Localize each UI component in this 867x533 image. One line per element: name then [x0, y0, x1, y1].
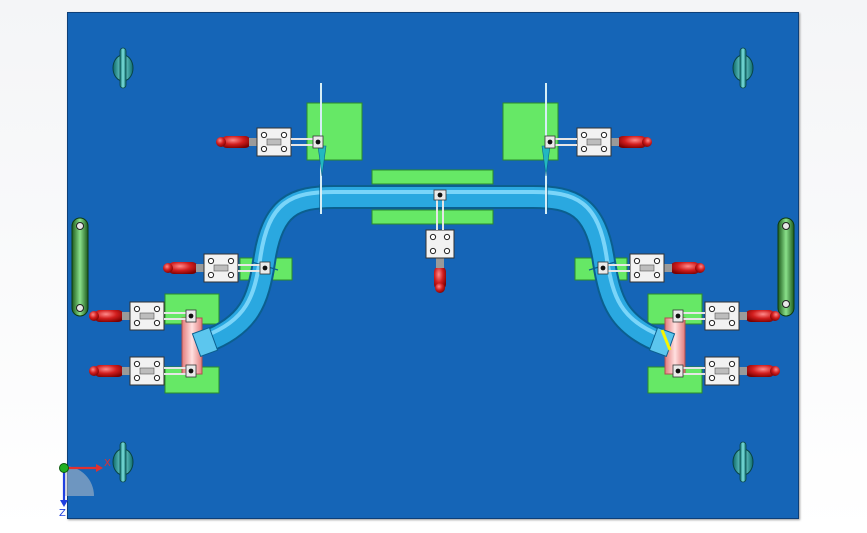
coordinate-triad[interactable]: X Z — [59, 458, 111, 519]
locating-knob-bottom-right-icon — [732, 441, 754, 483]
x-axis-label: X — [104, 458, 111, 469]
handle-rail-right — [777, 217, 795, 317]
locating-knob-bottom-left-icon — [112, 441, 134, 483]
support-block-center-top — [371, 169, 494, 185]
bent-tube-workpiece[interactable] — [191, 184, 676, 357]
support-block-top-right — [502, 102, 559, 161]
y-axis-dot — [59, 463, 69, 473]
z-axis-label: Z — [59, 508, 66, 519]
locating-knob-top-left-icon — [112, 47, 134, 89]
handle-rail-left — [71, 217, 89, 317]
support-block-center-bottom — [371, 209, 494, 225]
locating-knob-top-right-icon — [732, 47, 754, 89]
toggle-clamp-top-right[interactable] — [544, 127, 653, 157]
support-block-top-left — [306, 102, 363, 161]
